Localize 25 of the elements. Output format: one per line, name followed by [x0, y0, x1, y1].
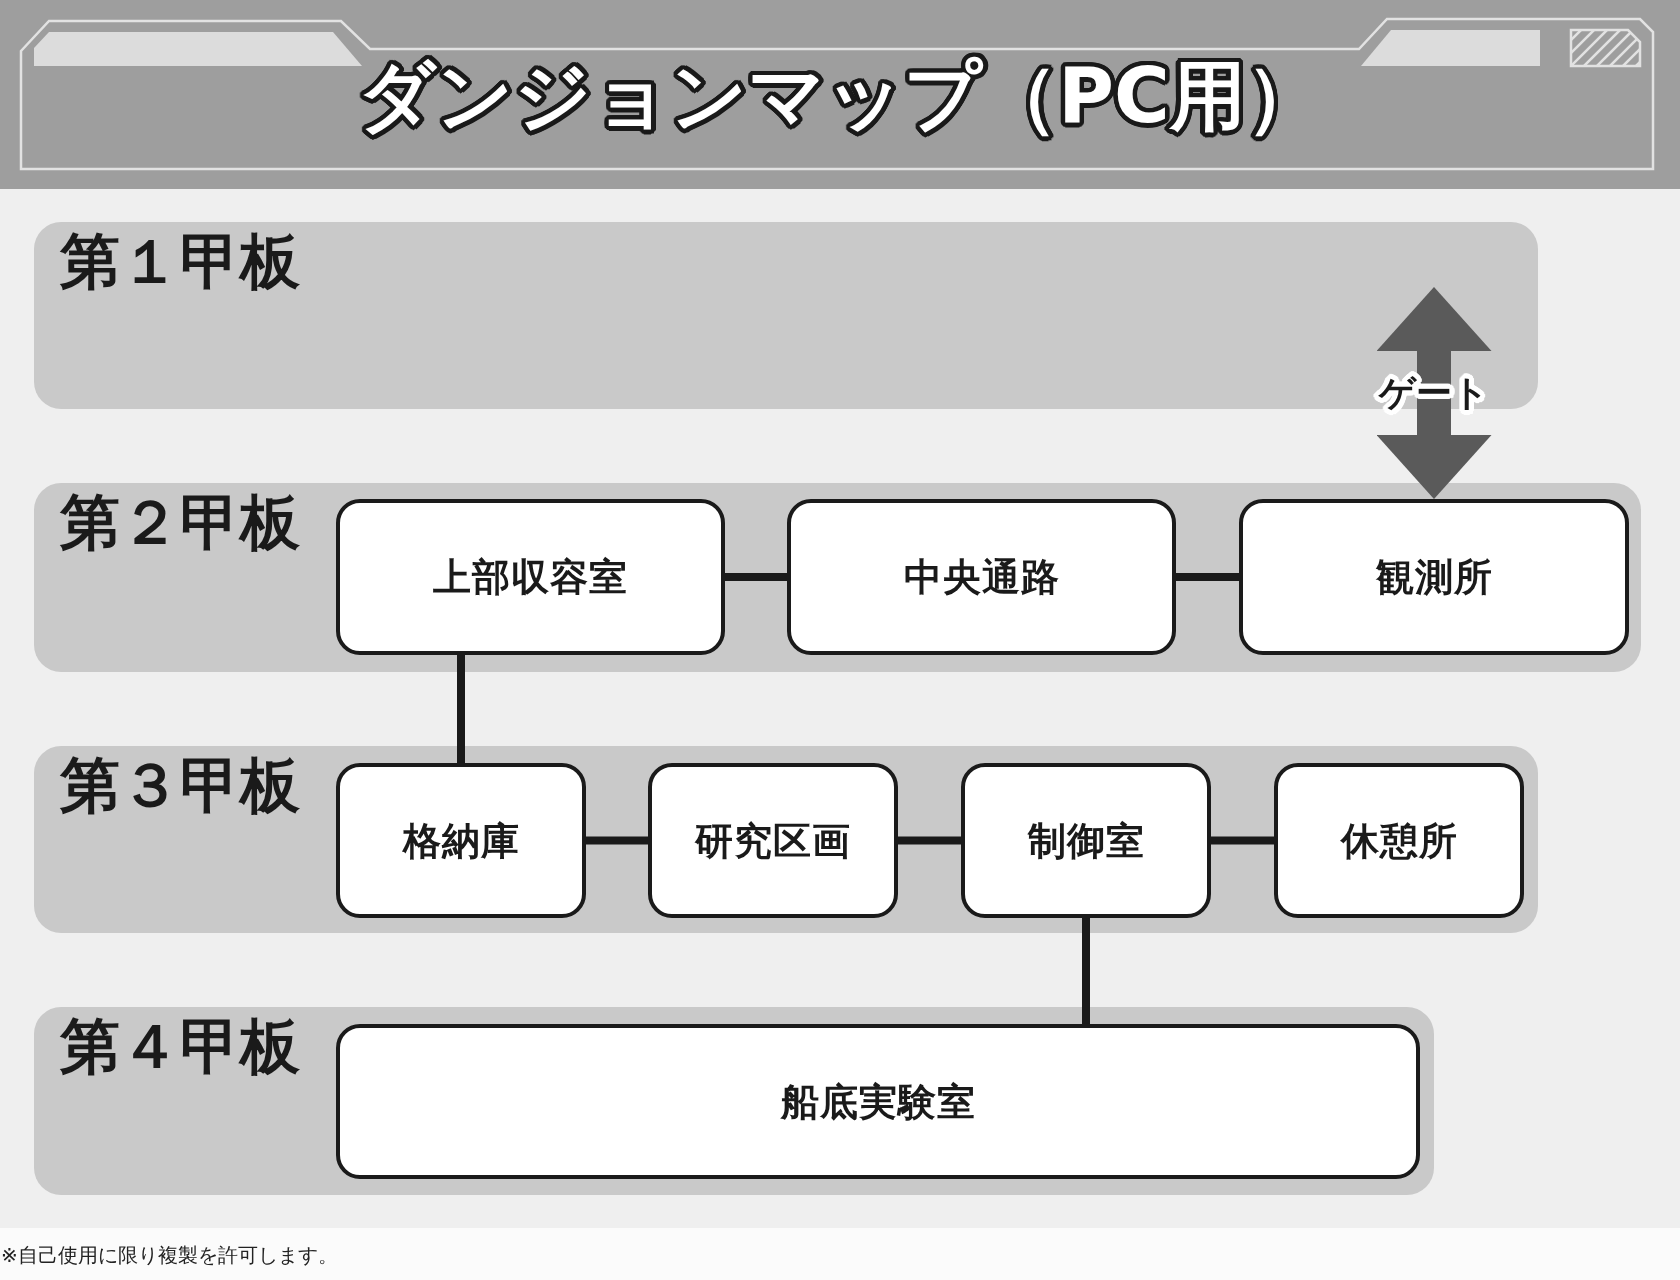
- connector-line: [1211, 836, 1274, 845]
- connector-line: [898, 836, 961, 845]
- connector-line: [725, 573, 787, 581]
- room-box: 観測所: [1239, 499, 1629, 655]
- footnote: ※自己使用に限り複製を許可します。: [1, 1242, 338, 1268]
- room-box: 船底実験室: [336, 1024, 1420, 1179]
- room-box: 上部収容室: [336, 499, 725, 655]
- deck-label: 第４甲板: [60, 1013, 300, 1079]
- connector-line: [457, 655, 465, 763]
- room-box: 格納庫: [336, 763, 586, 918]
- double-arrow: [1376, 287, 1492, 499]
- connector-line: [1082, 918, 1090, 1024]
- room-box: 制御室: [961, 763, 1211, 918]
- room-box: 休憩所: [1274, 763, 1524, 918]
- room-box: 研究区画: [648, 763, 898, 918]
- connector-line: [1176, 573, 1239, 581]
- room-box: 中央通路: [787, 499, 1176, 655]
- deck-label: 第１甲板: [60, 228, 300, 294]
- connector-line: [586, 836, 648, 845]
- title: ダンジョンマップ（PC用）: [357, 50, 1323, 142]
- deck-label: 第３甲板: [60, 752, 300, 818]
- deck-band: [34, 1007, 1434, 1195]
- deck-band: [34, 746, 1538, 933]
- deck-band: [34, 483, 1641, 672]
- deck-label: 第２甲板: [60, 489, 300, 555]
